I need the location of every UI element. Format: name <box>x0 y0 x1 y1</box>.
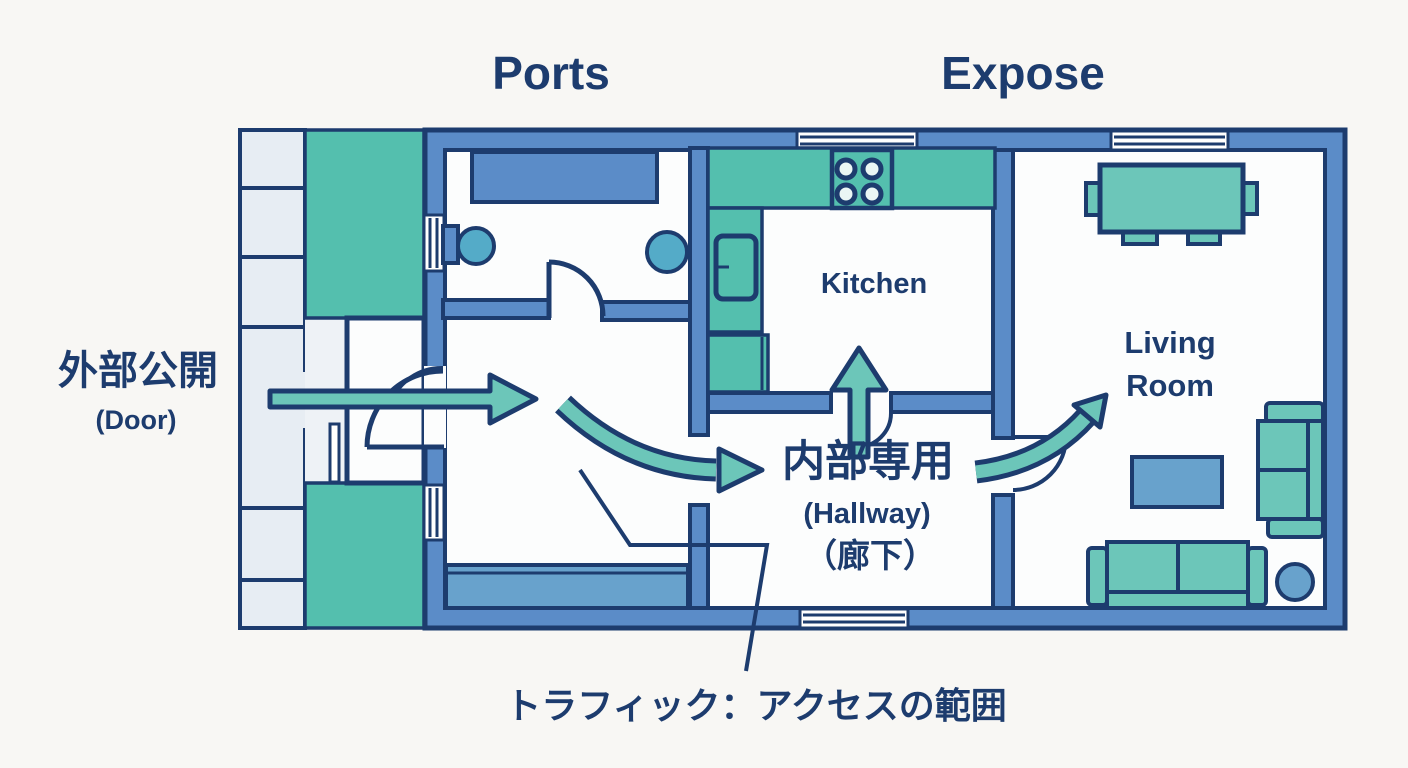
hall-living-wall-lower <box>991 493 1015 610</box>
landscaping-top <box>303 128 426 320</box>
stove-burner <box>834 157 858 181</box>
kitchen-room <box>706 146 997 394</box>
bedroom-wall-right <box>600 300 692 322</box>
window-living-top <box>1109 129 1230 152</box>
sidewalk-strip <box>238 128 307 630</box>
sofa <box>1086 540 1268 610</box>
kitchen-cabinet <box>706 333 770 394</box>
entrance-label-jp: 外部公開 <box>58 349 218 393</box>
dining-table <box>1097 162 1246 235</box>
stool <box>645 230 689 274</box>
nightstand <box>441 224 460 265</box>
entrance-label-en: (Door) <box>96 405 177 435</box>
side-table <box>1275 562 1315 602</box>
caption-leader-line <box>578 468 770 672</box>
bedroom-door-arc <box>548 259 606 317</box>
stool <box>456 226 496 266</box>
bedroom-kitchen-divider <box>688 146 710 437</box>
stove-burner <box>860 182 884 206</box>
den-room <box>444 563 690 610</box>
arrows <box>267 345 1109 494</box>
sidewalk-fill <box>240 130 305 628</box>
stove-burner <box>834 182 858 206</box>
living-entry-arrow <box>974 392 1109 484</box>
hallway-label-en: (Hallway) <box>803 498 930 530</box>
bedroom <box>441 150 689 274</box>
armchair <box>1256 401 1325 539</box>
den-shelf <box>444 563 690 610</box>
coffee-table <box>1130 455 1224 509</box>
bedroom-door <box>546 259 606 318</box>
living-room-label: Room <box>1126 368 1214 403</box>
porch-post <box>328 422 341 484</box>
hallway-label-jp-sub: （廊下） <box>804 537 936 574</box>
ports-title: Ports <box>492 47 610 99</box>
kitchen-living-divider <box>991 148 1015 440</box>
kitchen-entry-arrow <box>829 345 889 460</box>
expose-title: Expose <box>941 47 1105 99</box>
landscaping-bottom <box>303 481 426 630</box>
entrance-door-arrow <box>267 372 539 426</box>
kitchen-label: Kitchen <box>821 268 927 300</box>
traffic-caption: トラフィック：アクセスの範囲 <box>505 685 1006 726</box>
window-hall-bottom <box>798 607 910 630</box>
window-den-left <box>422 483 446 542</box>
kitchen-hall-wall-left <box>706 391 833 414</box>
bed <box>470 150 659 204</box>
stove-burner <box>860 157 884 181</box>
bedroom-wall-left <box>441 298 551 320</box>
hall-den-wall <box>688 503 710 610</box>
hallway-arrow <box>555 395 765 494</box>
hallway-label-jp: 内部専用 <box>782 438 954 486</box>
living-room-label: Living <box>1124 325 1215 360</box>
living-room <box>1084 162 1325 610</box>
